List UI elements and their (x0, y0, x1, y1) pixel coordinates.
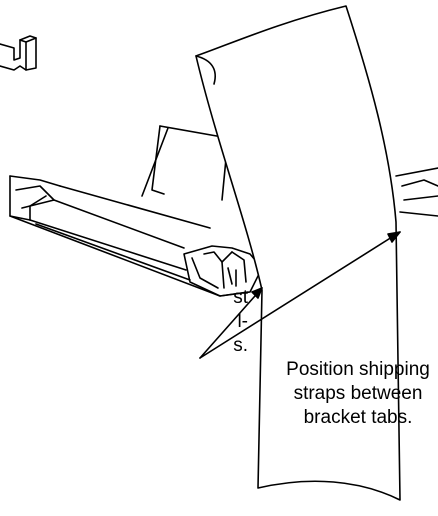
callout-left-line-2: l- (237, 311, 248, 332)
bracket-upright (141, 125, 229, 201)
callout-line-3: bracket tabs. (303, 407, 413, 428)
callout-left-line-1: st (233, 287, 248, 308)
callout-position-straps: Position shipping straps between bracket… (223, 358, 438, 430)
bracket-right-fragment (395, 167, 438, 217)
bracket-base (9, 175, 249, 297)
callout-line-1: Position shipping (286, 359, 430, 380)
bracket-clip-fragment (0, 35, 37, 71)
callout-line-2: straps between (293, 383, 423, 404)
pointer-arrows (199, 231, 401, 359)
callout-left-partial: st l- s. (196, 286, 248, 358)
callout-left-line-3: s. (233, 335, 248, 356)
vertical-panel (195, 5, 401, 501)
